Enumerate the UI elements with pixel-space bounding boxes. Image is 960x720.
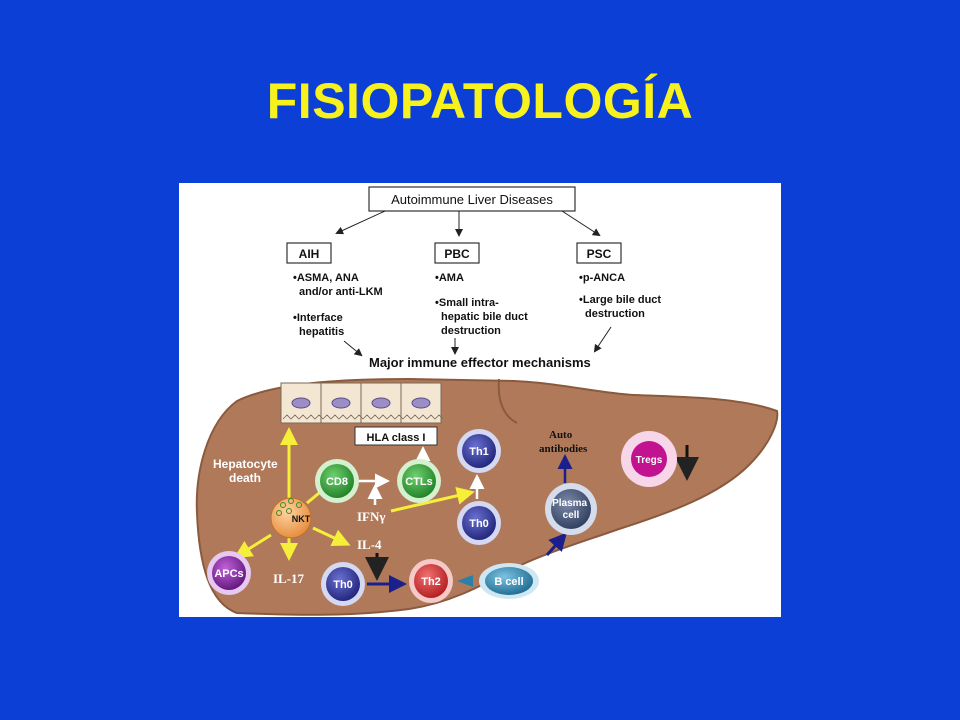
ctls-cell: CTLs — [397, 459, 441, 503]
plasma-cell-line-2: cell — [563, 510, 580, 521]
arrow-th2-bcell — [457, 575, 473, 587]
arrow-psc-mech — [593, 326, 612, 353]
psc-line-4: destruction — [585, 308, 645, 320]
auto-antibodies-label: Auto antibodies — [539, 429, 588, 455]
apcs-cell: APCs — [207, 551, 251, 595]
arrow-root-aih — [335, 210, 386, 235]
aih-line-1: •ASMA, ANA — [293, 272, 359, 284]
th0-upper-cell: Th0 — [457, 501, 501, 545]
hepatocyte-row — [280, 382, 444, 424]
cd8-cell: CD8 — [315, 459, 359, 503]
liver-lobe-line — [497, 378, 518, 424]
liver-diseases-figure: Autoimmune Liver Diseases AIH •ASMA, ANA… — [179, 183, 781, 617]
th0-upper-label: Th0 — [469, 518, 489, 530]
aih-line-4: •Interface — [293, 312, 343, 324]
root-box — [368, 186, 576, 212]
auto-antibodies-line-1: Auto — [549, 429, 573, 441]
aih-label: AIH — [299, 247, 320, 261]
hepatocyte-death-line-2: death — [229, 471, 261, 485]
psc-box — [576, 242, 622, 264]
th0-lower-label: Th0 — [333, 579, 353, 591]
diagram-canvas: Autoimmune Liver Diseases AIH •ASMA, ANA… — [195, 186, 779, 616]
ifn-label: IFNγ — [357, 509, 385, 524]
nkt-label: NKT — [292, 514, 311, 524]
tregs-cell: Tregs — [621, 431, 677, 487]
psc-line-1: •p-ANCA — [579, 272, 625, 284]
psc-details: •p-ANCA •Large bile duct destruction — [579, 272, 664, 320]
pbc-line-3: •Small intra- — [435, 297, 499, 309]
pbc-box — [434, 242, 480, 264]
th1-label: Th1 — [469, 446, 489, 458]
aih-box — [286, 242, 332, 264]
plasma-cell-line-1: Plasma — [552, 498, 587, 509]
arrow-root-psc — [561, 210, 601, 237]
b-cell: B cell — [479, 563, 539, 599]
pbc-label: PBC — [444, 247, 470, 261]
tregs-label: Tregs — [636, 455, 663, 466]
pbc-details: •AMA •Small intra- hepatic bile duct des… — [435, 272, 531, 337]
th0-lower-cell: Th0 — [321, 562, 365, 606]
hepatocyte-death-label: Hepatocyte death — [213, 457, 281, 485]
hla-box — [354, 426, 438, 446]
apcs-label: APCs — [214, 568, 243, 580]
th1-cell: Th1 — [457, 429, 501, 473]
cd8-label: CD8 — [326, 476, 348, 488]
plasma-cell-label: Plasma cell — [552, 498, 590, 521]
psc-label: PSC — [587, 247, 612, 261]
pbc-line-5: destruction — [441, 325, 501, 337]
ctls-label: CTLs — [405, 476, 433, 488]
aih-line-5: hepatitis — [299, 326, 344, 338]
pbc-line-4: hepatic bile duct — [441, 311, 528, 323]
root-label: Autoimmune Liver Diseases — [391, 192, 553, 207]
pbc-line-1: •AMA — [435, 272, 464, 284]
nkt-cell: NKT — [270, 497, 312, 539]
mechanisms-label: Major immune effector mechanisms — [369, 355, 591, 370]
arrow-aih-mech — [343, 340, 363, 357]
psc-line-3: •Large bile duct — [579, 294, 661, 306]
th2-cell: Th2 — [409, 559, 453, 603]
navy-arrows — [365, 445, 699, 593]
il17-label: IL-17 — [273, 571, 305, 586]
hla-label: HLA class I — [367, 432, 426, 444]
slide-title: FISIOPATOLOGÍA — [266, 73, 694, 129]
b-cell-label: B cell — [494, 576, 523, 588]
aih-line-2: and/or anti-LKM — [299, 286, 383, 298]
plasma-cell: Plasma cell — [545, 483, 597, 535]
hepatocyte-death-line-1: Hepatocyte — [213, 457, 278, 471]
aih-details: •ASMA, ANA and/or anti-LKM •Interface he… — [293, 272, 386, 338]
auto-antibodies-line-2: antibodies — [539, 443, 588, 455]
il4-label: IL-4 — [357, 537, 382, 552]
th2-label: Th2 — [421, 576, 441, 588]
